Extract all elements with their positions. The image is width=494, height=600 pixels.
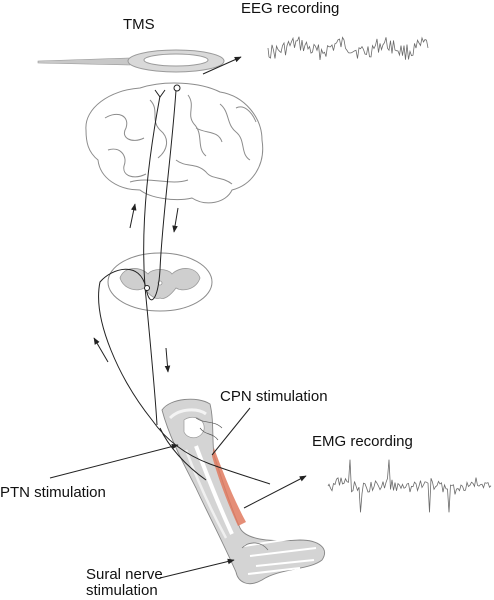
sural-arrow (159, 558, 235, 579)
synapse-icon (144, 285, 150, 291)
descending-arrow-upper (172, 207, 179, 233)
tms-coil-icon (37, 49, 225, 73)
sural-nerve-label-line1: Sural nerve (86, 566, 163, 583)
sensory-pathway (98, 89, 271, 485)
eeg-trace-icon (267, 36, 429, 60)
ptn-branch (159, 427, 207, 481)
tms-label: TMS (123, 16, 155, 33)
emg-trace-icon (327, 459, 492, 513)
cpn-pointer-line (211, 407, 251, 456)
sensory-neuron-soma-icon (173, 84, 181, 92)
ascending-arrow-upper (129, 203, 137, 229)
sural-nerve-label-line2: stimulation (86, 582, 158, 599)
ptn-arrow (49, 443, 179, 479)
cpn-stimulation-label: CPN stimulation (220, 388, 328, 405)
ptn-stimulation-label: PTN stimulation (0, 484, 106, 501)
emg-recording-label: EMG recording (312, 433, 413, 450)
spinal-cord-icon (107, 252, 213, 312)
brain-icon (85, 82, 264, 204)
eeg-recording-label: EEG recording (241, 0, 340, 17)
ascending-arrow-lower (93, 337, 109, 363)
descending-arrow-lower (164, 347, 171, 373)
eeg-arrow (202, 56, 242, 75)
motor-neuron-terminal-icon (154, 89, 166, 98)
emg-arrow (243, 475, 307, 509)
leg-icon (161, 398, 325, 585)
